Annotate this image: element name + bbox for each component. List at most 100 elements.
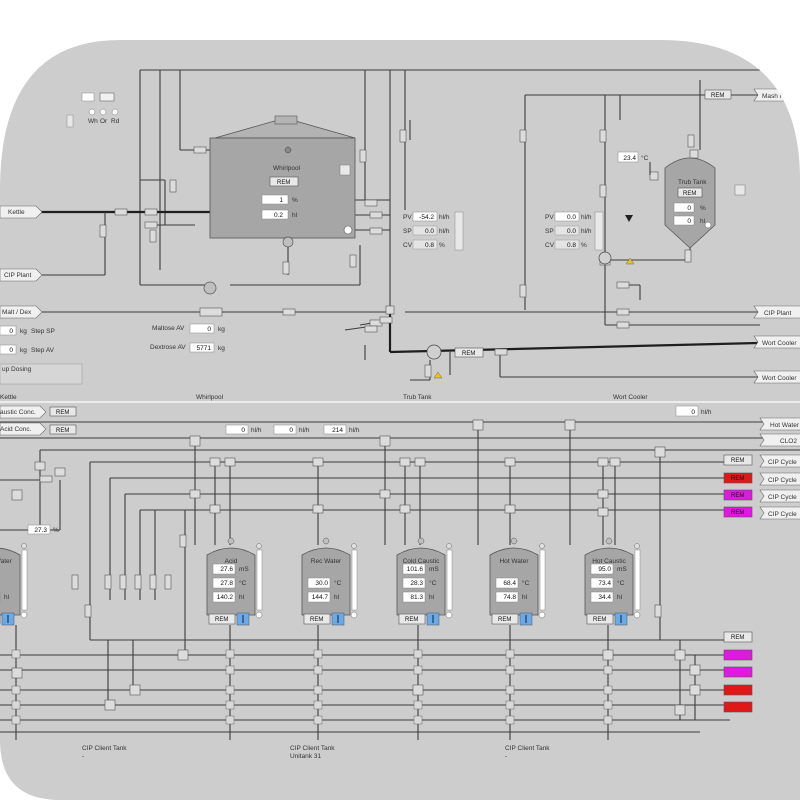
svg-text:%: %: [439, 242, 445, 249]
cip-plant-right-label: CIP Plant: [764, 310, 792, 317]
svg-text:0.0: 0.0: [567, 214, 576, 221]
pump-icon[interactable]: [598, 251, 612, 265]
svg-text:27.3: 27.3: [34, 527, 47, 534]
cip-valves[interactable]: [11, 419, 701, 716]
tank-value-box: [495, 591, 519, 603]
trub-rem-button[interactable]: [677, 187, 703, 198]
svg-text:hl/h: hl/h: [251, 427, 262, 434]
svg-text:hl: hl: [4, 594, 10, 601]
flow-controller-1[interactable]: PV -54.2 hl/h SP 0.0 hl/h CV 0.8 %: [403, 211, 464, 251]
svg-text:PV: PV: [545, 214, 554, 221]
svg-text:%: %: [581, 242, 587, 249]
svg-text:°C: °C: [641, 154, 649, 162]
chem-dosing-arrows[interactable]: austic Conc. REM Acid Conc. REM: [0, 405, 77, 436]
tank-rem-button[interactable]: [491, 613, 519, 625]
warning-icon: [625, 257, 635, 265]
cip-return-rem-button: [723, 631, 753, 643]
tank-name: Cold Caustic: [403, 558, 441, 565]
level-gauge: [539, 549, 546, 611]
level-gauge: [446, 549, 453, 611]
cip-right-arrows[interactable]: Hot Water CLO2 REM CIP Cycle REM CIP Cyc…: [723, 417, 800, 713]
legend-rd: Rd: [111, 118, 120, 125]
trend-icon[interactable]: [339, 164, 351, 176]
svg-text:hl: hl: [239, 594, 245, 601]
tank-rem-button[interactable]: [586, 613, 614, 625]
svg-text:REM: REM: [711, 93, 724, 99]
legend-wh: Wh: [88, 118, 98, 125]
svg-text:Step AV: Step AV: [31, 347, 55, 354]
warning-icon: [433, 371, 443, 379]
cip-junction-valves[interactable]: [11, 649, 613, 725]
mash-filter-arrow-label: Mash Filter: [762, 93, 795, 100]
mash-filter-rem-button: [704, 89, 732, 100]
section-labels: Kettle Whirlpool Trub Tank Wort Cooler: [0, 394, 648, 401]
wort-cooler-arrow-1: Wort Cooler: [762, 340, 797, 347]
svg-text:144.7: 144.7: [312, 594, 329, 601]
whirlpool-rem-button[interactable]: [269, 176, 299, 187]
top-left-controls: Wh Or Rd: [66, 92, 120, 128]
svg-text:CIP Cycle: CIP Cycle: [768, 494, 797, 501]
svg-text:Unitank 31: Unitank 31: [290, 753, 321, 760]
cip-flow-readouts: 0 hl/h 0 hl/h 214 hl/h 0 hl/h 27.3 %: [27, 405, 712, 535]
step-values: 0 kg Step SP 0 kg Step AV up Dosing: [0, 325, 83, 385]
svg-text:Hot Water: Hot Water: [770, 422, 800, 429]
whirlpool-vessel[interactable]: Whirlpool REM 1 % 0.2 hl: [209, 115, 356, 239]
toggle-button[interactable]: [99, 92, 115, 102]
tank-rem-button[interactable]: [303, 613, 331, 625]
left-arrows[interactable]: Kettle CIP Plant Malt / Dex: [0, 205, 43, 319]
whirlpool-title: Whirlpool: [273, 165, 301, 172]
svg-text:hl/h: hl/h: [581, 228, 592, 235]
tank-rem-button[interactable]: [398, 613, 426, 625]
svg-text:27.8: 27.8: [220, 580, 233, 587]
svg-text:0: 0: [289, 427, 293, 434]
svg-text:0: 0: [9, 328, 13, 335]
svg-text:Wort Cooler: Wort Cooler: [613, 394, 648, 401]
pump-icon[interactable]: [426, 344, 442, 360]
svg-text:hl: hl: [617, 594, 623, 601]
svg-text:CIP Cycle: CIP Cycle: [768, 459, 797, 466]
tank-name: resh Water: [0, 558, 13, 565]
trend-icon[interactable]: [734, 184, 746, 196]
svg-text:95.0: 95.0: [598, 566, 611, 573]
svg-text:SP: SP: [403, 228, 412, 235]
tank-name: Acid: [225, 558, 238, 565]
svg-text:101.6: 101.6: [407, 566, 424, 573]
svg-text:REM: REM: [56, 410, 69, 416]
svg-text:74.8: 74.8: [503, 594, 516, 601]
svg-text:0: 0: [241, 427, 245, 434]
svg-text:-: -: [505, 753, 507, 760]
svg-text:%: %: [700, 205, 706, 212]
svg-text:kg: kg: [20, 328, 27, 335]
svg-text:0.2: 0.2: [274, 212, 283, 219]
pump-icon[interactable]: [203, 281, 217, 295]
trub-transfer-rem-button[interactable]: [454, 347, 484, 358]
svg-text:kg: kg: [20, 347, 27, 354]
trub-tank-vessel[interactable]: Trub Tank REM 0 % 0 hl: [664, 157, 746, 249]
kettle-arrow-label: Kettle: [8, 209, 25, 216]
svg-text:hl: hl: [522, 594, 528, 601]
level-gauge: [634, 549, 641, 611]
svg-text:Kettle: Kettle: [0, 394, 17, 401]
pump-icon[interactable]: [282, 236, 294, 248]
svg-text:REM: REM: [731, 493, 744, 499]
sugar-values: Maltose AV 0 kg Dextrose AV 5771 kg: [150, 323, 225, 353]
svg-text:hl: hl: [334, 594, 340, 601]
svg-text:°C: °C: [429, 579, 437, 587]
svg-text:%: %: [292, 197, 298, 204]
flow-controller-2[interactable]: PV 0.0 hl/h SP 0.0 hl/h CV 0.8 %: [545, 211, 604, 251]
svg-text:CV: CV: [403, 242, 413, 249]
svg-text:hl: hl: [292, 212, 298, 219]
tank-value-box: [590, 563, 614, 575]
svg-text:PV: PV: [403, 214, 412, 221]
svg-text:Step SP: Step SP: [31, 328, 55, 335]
tank-rem-button[interactable]: [208, 613, 236, 625]
whirlpool-value-1: [261, 194, 289, 205]
svg-text:0: 0: [207, 326, 211, 333]
